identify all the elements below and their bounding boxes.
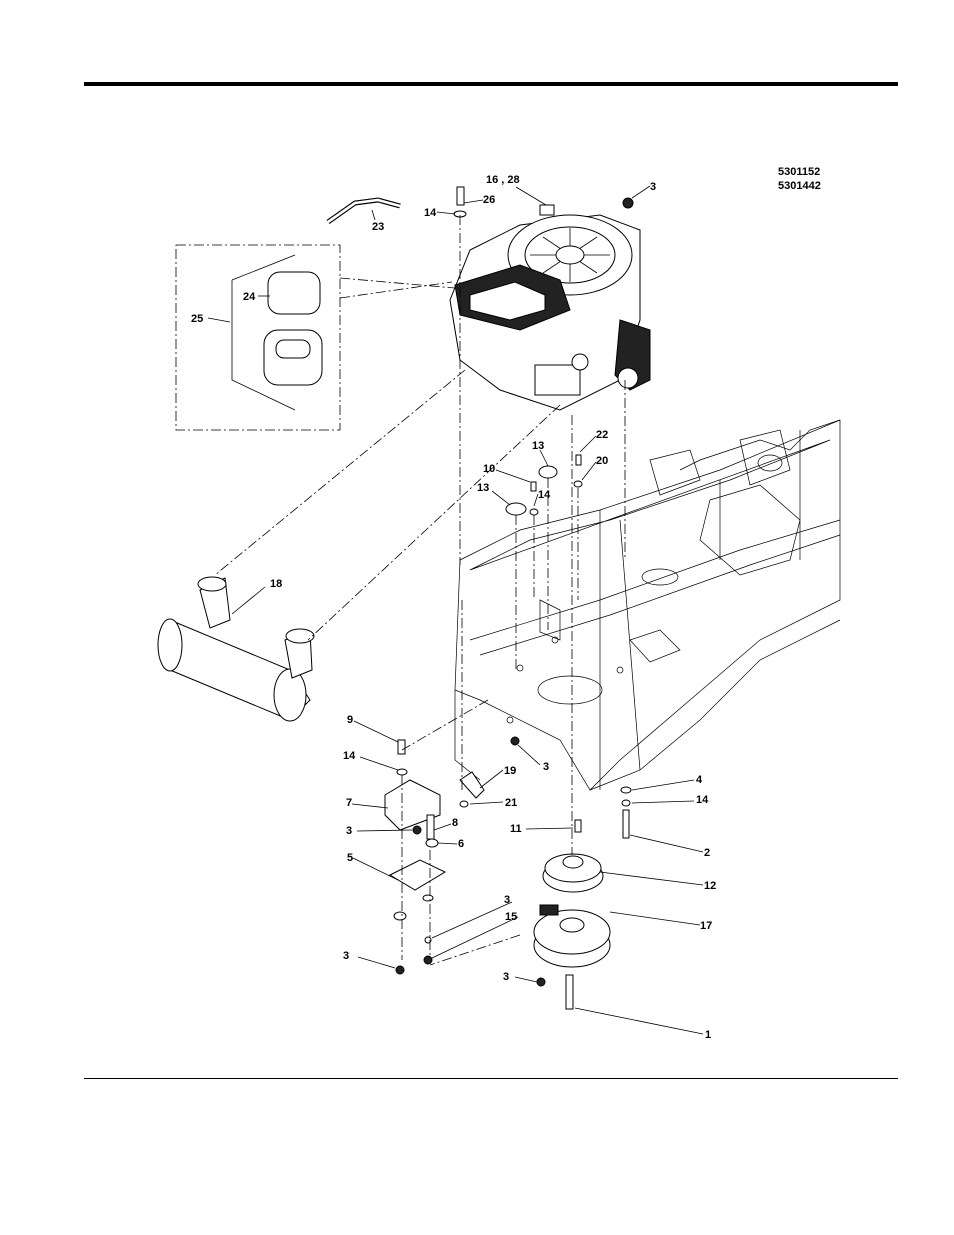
callout-6: 6 — [458, 838, 464, 850]
callout-14: 14 — [538, 489, 551, 501]
callout-19: 19 — [504, 765, 516, 777]
callout-14: 14 — [696, 794, 709, 806]
air-filter-detail-box — [176, 245, 455, 430]
callout-1: 1 — [705, 1029, 711, 1041]
callout-7: 7 — [346, 797, 352, 809]
callout-24: 24 — [243, 291, 256, 303]
callout-25: 25 — [191, 313, 203, 325]
callout-13: 13 — [477, 482, 489, 494]
callout-3: 3 — [543, 761, 549, 773]
muffler — [158, 577, 314, 721]
callout-22: 22 — [596, 429, 608, 441]
footer-rule — [84, 1078, 898, 1079]
callout-4: 4 — [696, 774, 703, 786]
callout-13: 13 — [532, 440, 544, 452]
fuel-line — [328, 200, 400, 222]
callout-20: 20 — [596, 455, 608, 467]
engine-pulley — [543, 854, 603, 892]
callout-9: 9 — [347, 714, 353, 726]
callout-3: 3 — [343, 950, 349, 962]
callout-18: 18 — [270, 578, 282, 590]
callout-12: 12 — [704, 880, 716, 892]
callout-16-28: 16 , 28 — [486, 174, 520, 186]
callout-14: 14 — [343, 750, 356, 762]
callout-11: 11 — [510, 823, 522, 835]
callout-21: 21 — [505, 797, 517, 809]
callout-5: 5 — [347, 852, 353, 864]
electric-clutch — [534, 905, 610, 967]
callout-15: 15 — [505, 911, 517, 923]
callout-3: 3 — [346, 825, 352, 837]
callout-26: 26 — [483, 194, 495, 206]
callout-3: 3 — [503, 971, 509, 983]
callout-10: 10 — [483, 463, 495, 475]
callout-2: 2 — [704, 847, 710, 859]
engine — [450, 205, 650, 410]
callout-3: 3 — [650, 181, 656, 193]
callout-8: 8 — [452, 817, 458, 829]
callout-14: 14 — [424, 207, 437, 219]
callout-3: 3 — [504, 894, 510, 906]
callout-23: 23 — [372, 221, 384, 233]
callout-17: 17 — [700, 920, 712, 932]
